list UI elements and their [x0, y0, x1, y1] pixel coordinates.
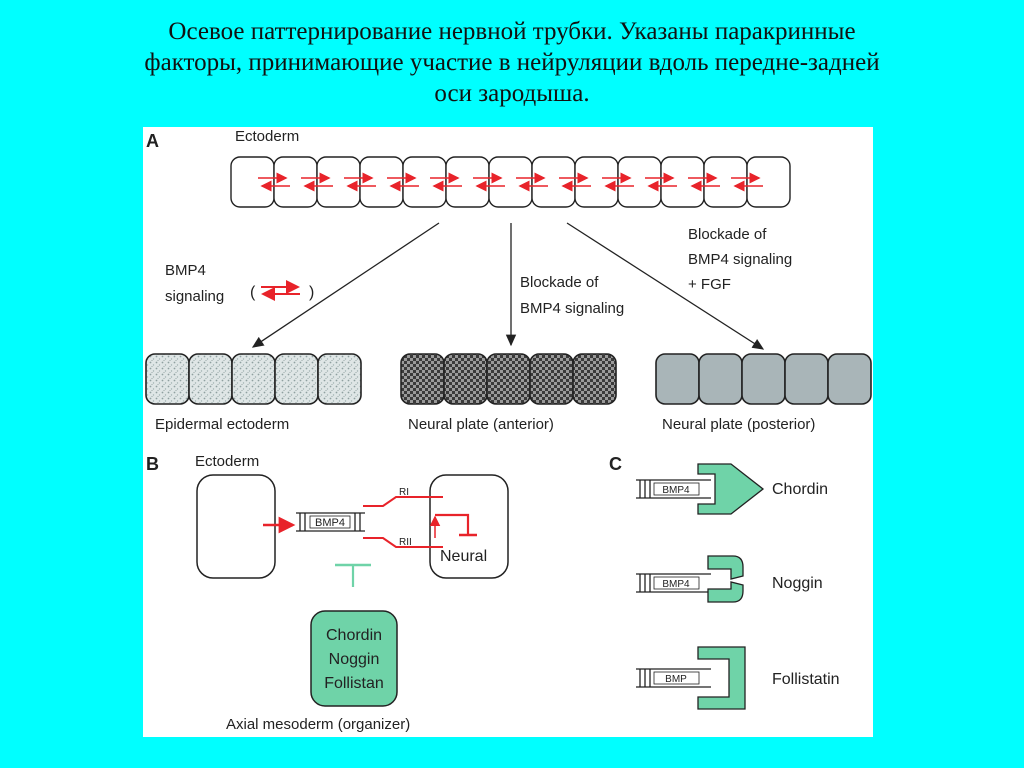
ectoderm-cell — [359, 156, 404, 208]
slide-title-line: Осевое паттернирование нервной трубки. У… — [168, 18, 856, 45]
bmp4-signal-arrow-icon — [344, 172, 376, 192]
chordin-binding: BMP4 — [636, 463, 765, 515]
rii-label: RII — [399, 537, 412, 548]
ectoderm-cell — [617, 156, 662, 208]
blockade-fgf-label-3: + FGF — [688, 276, 731, 293]
anterior-cell — [400, 353, 445, 405]
ectoderm-cell-row — [230, 156, 791, 208]
bmp4-signal-arrow-icon — [731, 172, 763, 192]
panel-c-label: C — [609, 454, 622, 474]
organizer-factor-follistan: Follistan — [324, 675, 384, 692]
ectoderm-cell — [230, 156, 275, 208]
organizer-box — [310, 610, 398, 707]
bmp4-signal-arrow-icon — [430, 172, 462, 192]
anterior-label: Neural plate (anterior) — [408, 416, 554, 433]
arrow-to-epidermal — [251, 222, 440, 348]
bmp4-signaling-label-1: BMP4 — [165, 262, 206, 279]
bmp4-signal-arrow-icon — [688, 172, 720, 192]
epidermal-cell — [231, 353, 276, 405]
organizer-factor-noggin: Noggin — [329, 651, 380, 668]
posterior-cell — [655, 353, 700, 405]
noggin-ligand-label: BMP4 — [662, 579, 690, 590]
bmp4-signal-arrow-icon — [258, 172, 290, 192]
ectoderm-cell — [746, 156, 791, 208]
noggin-label: Noggin — [772, 575, 823, 592]
ri-label: RI — [399, 487, 409, 498]
bmp4-signal-arrow-icon — [602, 172, 634, 192]
bmp4-ligand: BMP4 — [296, 512, 365, 532]
neural-label: Neural — [440, 548, 487, 565]
anterior-cell — [572, 353, 617, 405]
chordin-label: Chordin — [772, 481, 828, 498]
bmp4-signaling-label-2: signaling — [165, 288, 224, 305]
ectoderm-cell — [273, 156, 318, 208]
anterior-cell — [486, 353, 531, 405]
slide-title-line: оси зародыша. — [434, 80, 590, 107]
epidermal-cell — [274, 353, 319, 405]
paren-left: ( — [250, 284, 256, 301]
anterior-cell-group — [400, 353, 617, 405]
epidermal-cell — [188, 353, 233, 405]
axial-mesoderm-label: Axial mesoderm (organizer) — [226, 716, 410, 733]
bmp-receptor — [363, 496, 477, 548]
posterior-cell — [741, 353, 786, 405]
blockade-fgf-label-2: BMP4 signaling — [688, 251, 792, 268]
bmp4-signal-arrow-icon — [387, 172, 419, 192]
bmp4-signal-arrow-icon — [473, 172, 505, 192]
blockade-label-1: Blockade of — [520, 274, 599, 291]
figure-svg: A Ectoderm BMP4 signaling ( ) Blockade o… — [145, 128, 872, 733]
posterior-cell-group — [655, 353, 872, 405]
slide-title-line: факторы, принимающие участие в нейруляци… — [144, 49, 880, 76]
ectoderm-cell — [402, 156, 447, 208]
noggin-binding: BMP4 — [636, 555, 744, 603]
bmp4-ligand-label: BMP4 — [315, 517, 345, 529]
arrow-to-posterior — [566, 222, 765, 350]
epidermal-cell — [317, 353, 362, 405]
ectoderm-label: Ectoderm — [235, 128, 299, 145]
ectoderm-cell — [488, 156, 533, 208]
ectoderm-cell — [445, 156, 490, 208]
bmp4-signal-arrow-icon — [645, 172, 677, 192]
bmp4-signal-arrow-icon — [516, 172, 548, 192]
ectoderm-cell — [316, 156, 361, 208]
paren-right: ) — [309, 284, 314, 301]
epidermal-cell-group — [145, 353, 362, 405]
panel-b-label: B — [146, 454, 159, 474]
posterior-cell — [698, 353, 743, 405]
ectoderm-cell — [703, 156, 748, 208]
panel-b-ectoderm-label: Ectoderm — [195, 453, 259, 470]
ectoderm-cell — [574, 156, 619, 208]
follistatin-ligand-label: BMP — [665, 674, 687, 685]
ectoderm-cell — [660, 156, 705, 208]
epidermal-cell — [145, 353, 190, 405]
panel-a-label: A — [146, 131, 159, 151]
bmp4-signal-arrow-icon — [559, 172, 591, 192]
anterior-cell — [443, 353, 488, 405]
anterior-cell — [529, 353, 574, 405]
ectoderm-cell-left — [196, 474, 276, 579]
blockade-label-2: BMP4 signaling — [520, 300, 624, 317]
organizer-factor-chordin: Chordin — [326, 627, 382, 644]
chordin-ligand-label: BMP4 — [662, 485, 690, 496]
blockade-fgf-label-1: Blockade of — [688, 226, 767, 243]
posterior-cell — [784, 353, 829, 405]
epidermal-label: Epidermal ectoderm — [155, 416, 289, 433]
slide-title: Осевое паттернирование нервной трубки. У… — [60, 16, 964, 109]
red-double-arrow-icon — [261, 280, 300, 301]
ectoderm-cell — [531, 156, 576, 208]
posterior-cell — [827, 353, 872, 405]
follistatin-binding: BMP — [636, 646, 746, 710]
follistatin-label: Follistatin — [772, 671, 840, 688]
neural-tube-figure: A Ectoderm BMP4 signaling ( ) Blockade o… — [143, 127, 873, 737]
posterior-label: Neural plate (posterior) — [662, 416, 815, 433]
bmp4-signal-arrow-icon — [301, 172, 333, 192]
